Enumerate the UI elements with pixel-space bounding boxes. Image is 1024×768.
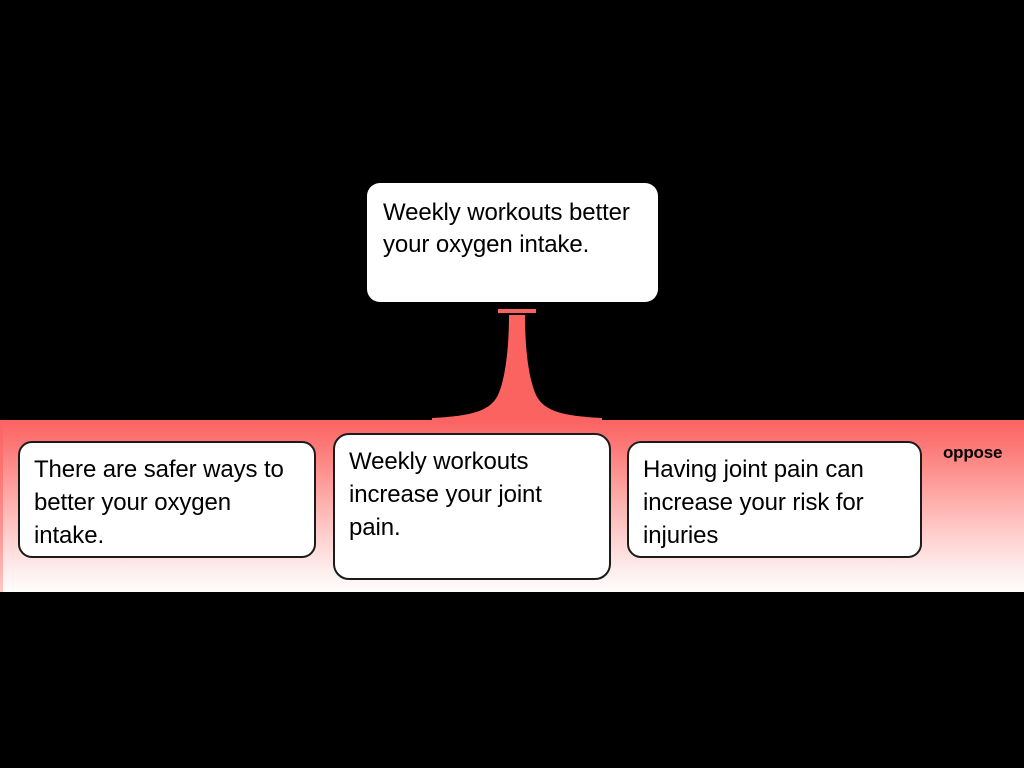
argument-node-3[interactable]: Having joint pain can increase your risk… <box>627 441 922 558</box>
argument-node-1[interactable]: There are safer ways to better your oxyg… <box>18 441 316 558</box>
oppose-band-label: oppose <box>943 443 1003 462</box>
connector-tick <box>498 309 536 313</box>
argument-node-3-text: Having joint pain can increase your risk… <box>643 456 864 549</box>
claim-node-text: Weekly workouts better your oxygen intak… <box>383 199 630 258</box>
argument-node-1-text: There are safer ways to better your oxyg… <box>34 456 284 549</box>
argument-node-2[interactable]: Weekly workouts increase your joint pain… <box>333 433 611 580</box>
oppose-band-left-edge <box>0 420 3 592</box>
connector-stem-icon <box>432 315 602 423</box>
claim-node[interactable]: Weekly workouts better your oxygen intak… <box>367 183 658 302</box>
argument-node-2-text: Weekly workouts increase your joint pain… <box>349 448 542 541</box>
